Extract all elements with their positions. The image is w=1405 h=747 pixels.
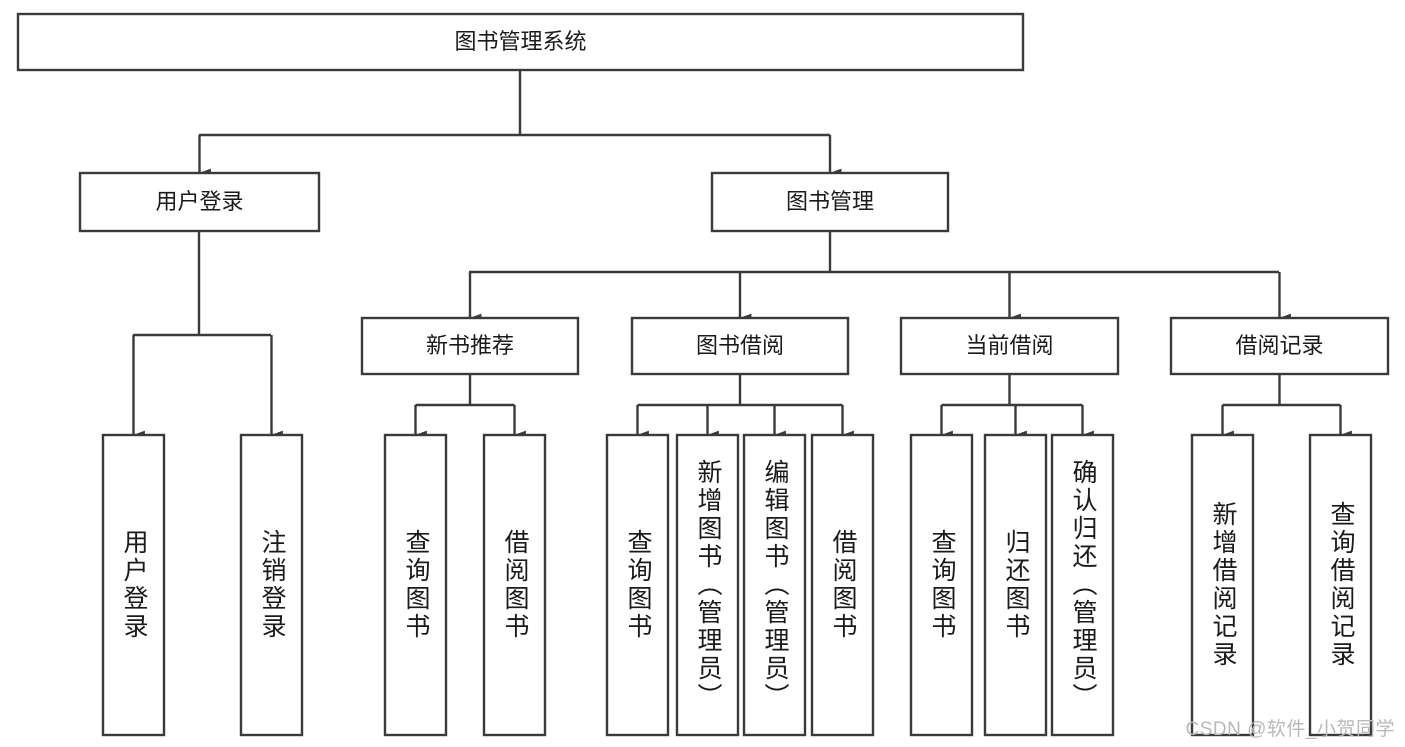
node-new-book-recommend-label: 新书推荐 <box>426 333 514 358</box>
node-borrow-record[interactable] <box>1169 316 1390 376</box>
node-current-borrow-label: 当前借阅 <box>965 333 1053 358</box>
connectors-layer <box>132 70 1352 440</box>
node-leaf-query-borrow-record[interactable] <box>1308 433 1373 737</box>
node-book-management[interactable] <box>710 171 950 233</box>
node-leaf-add-book-admin[interactable] <box>675 433 740 737</box>
node-borrow-record-label: 借阅记录 <box>1235 333 1323 358</box>
node-user-login[interactable] <box>78 171 321 233</box>
csdn-watermark: CSDN @软件_小贺同学 <box>1185 719 1395 740</box>
node-book-management-label: 图书管理 <box>786 189 874 214</box>
node-leaf-query-book-3[interactable] <box>909 433 974 737</box>
node-current-borrow[interactable] <box>899 316 1120 376</box>
node-book-borrow[interactable] <box>630 316 850 376</box>
node-leaf-user-login[interactable] <box>101 433 166 737</box>
node-leaf-borrow-book-1[interactable] <box>482 433 547 737</box>
node-leaf-confirm-return-admin[interactable] <box>1050 433 1115 737</box>
node-boxes-layer <box>16 12 1390 737</box>
node-leaf-borrow-book-2[interactable] <box>810 433 875 737</box>
node-leaf-return-book[interactable] <box>983 433 1048 737</box>
node-leaf-edit-book-admin[interactable] <box>742 433 807 737</box>
node-book-borrow-label: 图书借阅 <box>696 333 784 358</box>
node-user-login-label: 用户登录 <box>155 189 243 214</box>
node-new-book-recommend[interactable] <box>360 316 580 376</box>
node-root-label: 图书管理系统 <box>454 29 586 54</box>
node-leaf-query-book-2[interactable] <box>605 433 670 737</box>
node-leaf-add-borrow-record[interactable] <box>1190 433 1255 737</box>
node-leaf-query-book-1[interactable] <box>383 433 448 737</box>
node-leaf-logout[interactable] <box>239 433 304 737</box>
node-root[interactable] <box>16 12 1025 72</box>
